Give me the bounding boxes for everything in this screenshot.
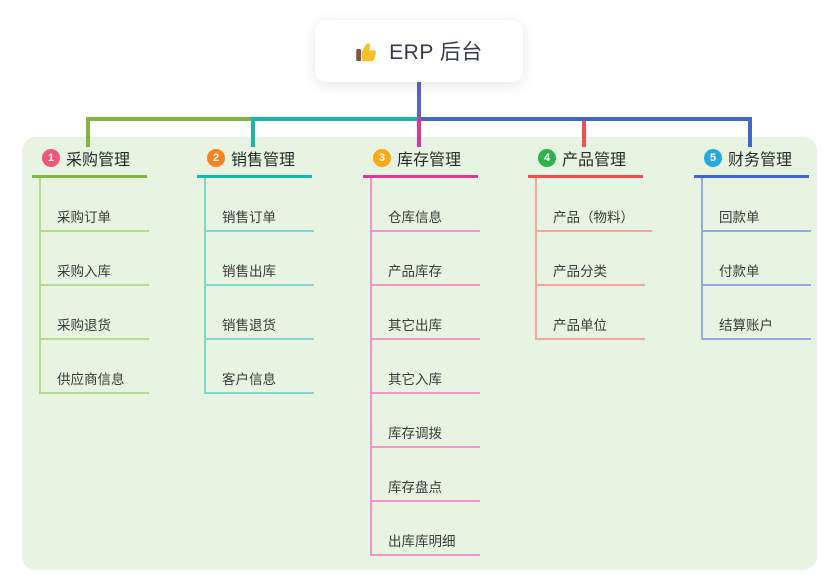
branch-heading-node[interactable]: 5 财务管理 (694, 143, 809, 178)
branch-label: 库存管理 (397, 152, 462, 169)
child-node[interactable]: 产品单位 (537, 286, 645, 340)
branch-heading-node[interactable]: 3 库存管理 (363, 143, 478, 178)
branch-number-badge: 1 (42, 149, 60, 167)
child-node[interactable]: 产品库存 (372, 232, 480, 286)
branch-children: 回款单付款单结算账户 (701, 178, 839, 340)
branch: 4 产品管理 产品（物料）产品分类产品单位 (528, 143, 678, 340)
branch: 1 采购管理 采购订单采购入库采购退货供应商信息 (32, 143, 182, 394)
child-node[interactable]: 产品（物料） (537, 178, 652, 232)
branches-panel (22, 137, 817, 570)
child-node[interactable]: 采购订单 (41, 178, 149, 232)
child-node[interactable]: 库存盘点 (372, 448, 480, 502)
branch-heading-node[interactable]: 4 产品管理 (528, 143, 643, 178)
branch: 3 库存管理 仓库信息产品库存其它出库其它入库库存调拨库存盘点出库库明细 (363, 143, 513, 556)
branch-children: 仓库信息产品库存其它出库其它入库库存调拨库存盘点出库库明细 (370, 178, 513, 556)
child-node[interactable]: 销售订单 (206, 178, 314, 232)
root-node[interactable]: ERP 后台 (315, 20, 523, 82)
branch-label: 财务管理 (728, 152, 793, 169)
branch-children: 采购订单采购入库采购退货供应商信息 (39, 178, 182, 394)
branch-label: 销售管理 (231, 152, 296, 169)
child-node[interactable]: 仓库信息 (372, 178, 480, 232)
branch: 5 财务管理 回款单付款单结算账户 (694, 143, 839, 340)
branch-children: 产品（物料）产品分类产品单位 (535, 178, 678, 340)
child-node[interactable]: 其它入库 (372, 340, 480, 394)
child-node[interactable]: 出库库明细 (372, 502, 480, 556)
branch-number-badge: 2 (207, 149, 225, 167)
branch-label: 产品管理 (562, 152, 627, 169)
branch-label: 采购管理 (66, 152, 131, 169)
child-node[interactable]: 付款单 (703, 232, 811, 286)
branch-children: 销售订单销售出库销售退货客户信息 (204, 178, 347, 394)
child-node[interactable]: 其它出库 (372, 286, 480, 340)
thumbs-up-icon (355, 39, 380, 64)
branch: 2 销售管理 销售订单销售出库销售退货客户信息 (197, 143, 347, 394)
branch-number-badge: 3 (373, 149, 391, 167)
child-node[interactable]: 销售退货 (206, 286, 314, 340)
branch-heading-node[interactable]: 2 销售管理 (197, 143, 312, 178)
child-node[interactable]: 采购退货 (41, 286, 149, 340)
child-node[interactable]: 采购入库 (41, 232, 149, 286)
child-node[interactable]: 回款单 (703, 178, 811, 232)
child-node[interactable]: 库存调拨 (372, 394, 480, 448)
branch-number-badge: 4 (538, 149, 556, 167)
branch-number-badge: 5 (704, 149, 722, 167)
child-node[interactable]: 供应商信息 (41, 340, 149, 394)
root-node-label: ERP 后台 (389, 41, 483, 64)
child-node[interactable]: 客户信息 (206, 340, 314, 394)
child-node[interactable]: 销售出库 (206, 232, 314, 286)
branch-heading-node[interactable]: 1 采购管理 (32, 143, 147, 178)
child-node[interactable]: 产品分类 (537, 232, 645, 286)
child-node[interactable]: 结算账户 (703, 286, 811, 340)
